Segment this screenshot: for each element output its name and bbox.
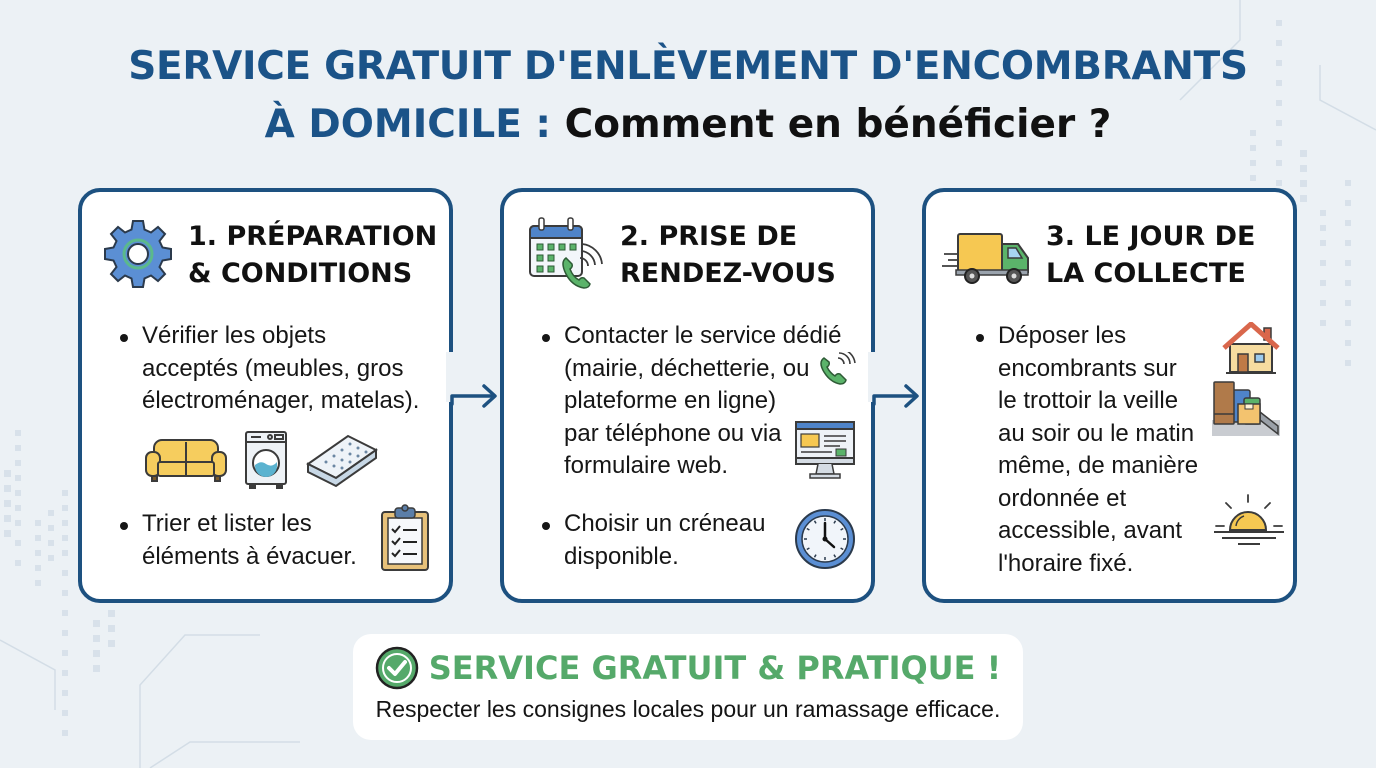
bullet-item: Trier et lister les éléments à évacuer. bbox=[116, 508, 357, 573]
sofa-icon bbox=[145, 439, 227, 482]
clock-icon bbox=[795, 509, 855, 569]
step-title: 2. PRISE DE RENDEZ-VOUS bbox=[620, 221, 836, 289]
bullet-list: Déposer les encombrants sur le trottoir … bbox=[972, 320, 1198, 580]
step-title: 3. LE JOUR DE LA COLLECTE bbox=[1046, 221, 1256, 289]
washing-machine-icon bbox=[245, 431, 287, 489]
step-header: 2. PRISE DE RENDEZ-VOUS bbox=[524, 217, 836, 294]
gear-icon bbox=[104, 220, 172, 288]
delivery-truck-icon bbox=[942, 233, 1029, 284]
bullet-list-2: Trier et lister les éléments à évacuer. bbox=[116, 508, 357, 573]
furniture-on-sidewalk-icon bbox=[1212, 381, 1280, 436]
clipboard-checklist-icon bbox=[381, 504, 429, 571]
computer-monitor-icon bbox=[795, 421, 855, 479]
bullet-item: Vérifier les objets acceptés (meubles, g… bbox=[116, 320, 419, 418]
step-header: 1. PRÉPARATION & CONDITIONS bbox=[102, 218, 437, 292]
mattress-icon bbox=[306, 434, 378, 488]
calendar-phone-icon bbox=[529, 217, 603, 289]
house-icon bbox=[1222, 322, 1280, 374]
check-circle-icon bbox=[375, 646, 418, 690]
step-arrow-2-to-3 bbox=[872, 384, 919, 408]
title-line-2-highlight: À DOMICILE : bbox=[264, 102, 552, 147]
sunrise-icon bbox=[1214, 494, 1284, 545]
step-header: 3. LE JOUR DE LA COLLECTE bbox=[942, 218, 1255, 292]
bullet-item: Choisir un créneau disponible. bbox=[538, 508, 765, 573]
bullet-list: Contacter le service dédié (mairie, déch… bbox=[538, 320, 841, 483]
step-card-preparation: 1. PRÉPARATION & CONDITIONS Vérifier les… bbox=[78, 188, 454, 603]
title-question: Comment en bénéficier ? bbox=[564, 102, 1112, 147]
title-line-1: SERVICE GRATUIT D'ENLÈVEMENT D'ENCOMBRAN… bbox=[128, 44, 1248, 89]
page-title: SERVICE GRATUIT D'ENLÈVEMENT D'ENCOMBRAN… bbox=[0, 38, 1376, 154]
phone-icon bbox=[820, 352, 856, 385]
footer-headline-row: SERVICE GRATUIT & PRATIQUE ! bbox=[353, 646, 1023, 690]
footer-banner: SERVICE GRATUIT & PRATIQUE ! Respecter l… bbox=[353, 634, 1023, 740]
bullet-item: Déposer les encombrants sur le trottoir … bbox=[972, 320, 1198, 580]
bullet-list: Vérifier les objets acceptés (meubles, g… bbox=[116, 320, 419, 418]
footer-headline: SERVICE GRATUIT & PRATIQUE ! bbox=[428, 649, 1002, 687]
step-title: 1. PRÉPARATION & CONDITIONS bbox=[188, 221, 438, 289]
step-card-collection-day: 3. LE JOUR DE LA COLLECTE Déposer les en… bbox=[922, 188, 1297, 603]
title-line-2: À DOMICILE : Comment en bénéficier ? bbox=[0, 96, 1376, 154]
footer-subtext: Respecter les consignes locales pour un … bbox=[375, 696, 1001, 722]
step-card-appointment: 2. PRISE DE RENDEZ-VOUS Contacter le ser… bbox=[500, 188, 876, 603]
bullet-list-2: Choisir un créneau disponible. bbox=[538, 508, 765, 573]
bullet-item: Contacter le service dédié (mairie, déch… bbox=[538, 320, 841, 483]
step-arrow-1-to-2 bbox=[450, 384, 497, 408]
